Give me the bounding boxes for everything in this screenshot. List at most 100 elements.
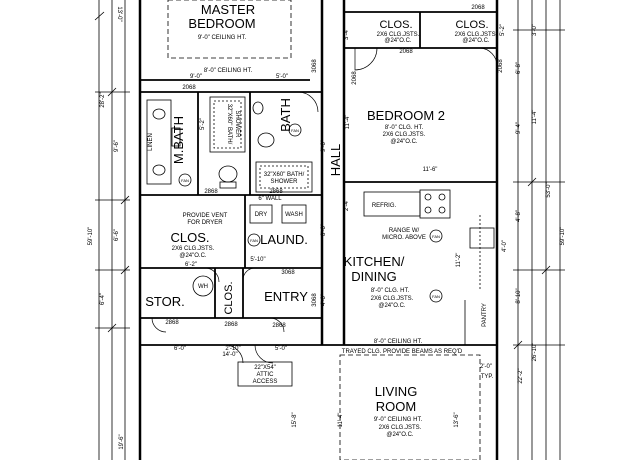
dimension-label: 13'-0": [116, 6, 122, 21]
door-tag: 2068: [352, 71, 358, 85]
vent-note-1: PROVIDE VENT: [183, 213, 228, 219]
clos-top-right-note-2: @24"O.C.: [462, 38, 490, 44]
bedroom2-note-3: @24"O.C.: [390, 139, 418, 145]
m-bath-label: M.BATH: [171, 116, 186, 164]
master-bath-fixtures: [146, 96, 246, 189]
ceiling-upper-note: 8'-0" CEILING HT.: [204, 68, 253, 74]
bedroom2-label: BEDROOM 2: [367, 108, 445, 123]
fan-tag: FAN: [432, 294, 440, 299]
master-shower-1: 32"X60" BATH/: [226, 104, 232, 145]
kitchen-fixtures: [363, 189, 495, 345]
dimension-label: 3'-0": [532, 24, 538, 36]
dimension-label: 59'-10": [88, 227, 94, 246]
door-tag: 2068: [498, 59, 504, 73]
clos-top-right-label: CLOS.: [455, 19, 488, 31]
kitchen-label-1: KITCHEN/: [344, 254, 405, 269]
dimension-label: 8'-10": [516, 288, 522, 303]
attic-2: ATTIC: [257, 372, 275, 378]
dimension-label: 5'-10": [250, 257, 265, 263]
dimension-label: 11'-4": [338, 413, 344, 428]
living-note-2: 2X6 CLG.JSTS.: [379, 425, 422, 431]
door-tag: 2868: [272, 323, 286, 329]
fan-tag: FAN: [250, 238, 258, 243]
fan-tag: FAN: [432, 234, 440, 239]
sink-1: [152, 108, 166, 120]
dimension-label: 5'-0": [275, 346, 287, 352]
clos-master-note-2: @24"O.C.: [179, 253, 207, 259]
kitchen-note-2: 2X6 CLG.JSTS.: [371, 296, 414, 302]
attic-access-box: [237, 361, 293, 387]
dimension-label: 19'-6": [119, 434, 125, 449]
wh-label: WH: [198, 284, 208, 290]
hall-label: HALL: [328, 144, 343, 177]
clos-top-left-label: CLOS.: [379, 19, 412, 31]
door-tag: 2068: [471, 5, 485, 11]
dimension-label: 22'-2": [518, 368, 524, 383]
range-label-2: MICRO. ABOVE: [382, 235, 426, 241]
laundry-fixtures: [192, 204, 307, 297]
clos-top-right-note-1: 2X6 CLG.JSTS.: [455, 32, 498, 38]
dimension-label: 4'-8": [516, 210, 522, 222]
dimension-label: 4'-6": [321, 294, 327, 306]
fan-symbols: [178, 123, 443, 303]
door-tag: 3068: [281, 270, 295, 276]
dryer-label: DRY: [255, 212, 268, 218]
trayed-note: TRAYED CLG. PROVIDE BEAMS AS REQ'D: [342, 349, 463, 355]
dimension-label: 6'-0": [174, 346, 186, 352]
clos-top-left-note-1: 2X6 CLG.JSTS.: [377, 32, 420, 38]
kitchen-note-3: @24"O.C.: [378, 303, 406, 309]
fan-tag: FAN: [181, 178, 189, 183]
dimension-label: 14'-0": [222, 352, 237, 358]
dimension-label: 59'-10": [560, 227, 566, 246]
washer-label: WASH: [285, 212, 303, 218]
toilet-bath: [257, 132, 275, 148]
living-label-2: ROOM: [376, 399, 416, 414]
attic-1: 22"X54": [254, 365, 276, 371]
master-title-2: BEDROOM: [188, 16, 255, 31]
dimension-label: 9'-6": [321, 140, 327, 152]
dimension-label: 2'-4": [344, 199, 350, 211]
door-tag: 2068: [182, 85, 196, 91]
dimension-label: 13'-6": [454, 412, 460, 427]
dimension-label: 11'-4": [532, 110, 538, 125]
clos-entry-label: CLOS.: [223, 281, 235, 314]
master-shower-2: SHOWER: [234, 111, 240, 139]
left-dimension-lines: [94, 0, 130, 460]
door-tag: 2868: [204, 189, 218, 195]
dimension-label: 28'-2": [100, 92, 106, 107]
dimension-label: 9'-4": [516, 122, 522, 134]
dimension-label: 26'-10": [532, 343, 538, 362]
bedroom2-note-1: 8'-0" CLG. HT.: [385, 125, 424, 131]
hall-bath-fixtures: [252, 101, 313, 193]
wall-note: 6" WALL: [258, 196, 282, 202]
dimension-label: 2'-10": [225, 346, 240, 352]
toilet-master: [218, 165, 238, 183]
dimension-label: 3'-4": [344, 28, 350, 40]
door-tag: 2868: [165, 320, 179, 326]
dimension-label: 11'-2": [456, 253, 462, 268]
dimension-label: 9'-0": [190, 74, 202, 80]
bedroom2-note-2: 2X6 CLG.JSTS.: [383, 132, 426, 138]
dimension-label: 5'-2": [200, 118, 206, 130]
dimension-label: 6'-6": [114, 229, 120, 241]
dimension-label: 15'-8": [292, 412, 298, 427]
typ-note: TYP.: [481, 374, 494, 380]
right-dimension-lines: [513, 0, 565, 460]
living-note-1: 9'-0" CEILING HT.: [374, 417, 423, 423]
dimension-label: 2'-0": [480, 364, 492, 370]
door-tag: 2868: [269, 189, 283, 195]
range-label-1: RANGE W/: [389, 228, 420, 234]
dimension-label: 53'-0": [546, 182, 552, 197]
master-note: 9'-0" CEILING HT.: [198, 35, 247, 41]
dimension-label: 11'-4": [345, 115, 351, 130]
living-note-3: @24"O.C.: [386, 432, 414, 438]
dimension-label: 9'-6": [114, 140, 120, 152]
living-label-1: LIVING: [375, 384, 418, 399]
sink-bath: [252, 101, 264, 115]
dimension-label: 6'-4": [100, 293, 106, 305]
interior-walls: [140, 11, 497, 346]
master-title-1: MASTER: [201, 2, 255, 17]
door-swings: [151, 47, 498, 364]
laundry-label: LAUND.: [260, 232, 308, 247]
